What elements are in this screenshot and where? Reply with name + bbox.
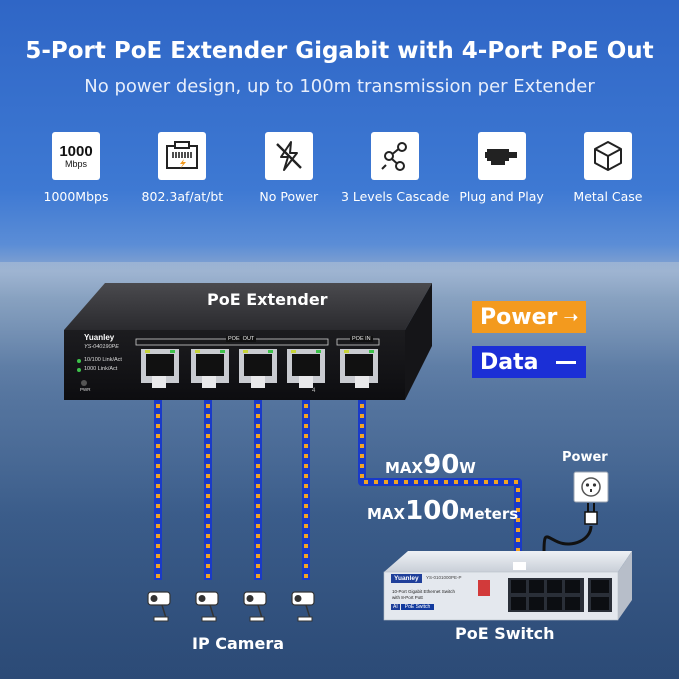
- extender-led-label-2: 1000 Link/Act: [84, 366, 118, 372]
- camera-icon: [147, 591, 171, 622]
- switch-badge: AI PoE Switch: [391, 604, 435, 610]
- switch-model: YS-0101000PE-P: [426, 575, 462, 580]
- mbps-icon-unit: Mbps: [64, 158, 87, 169]
- legend-power: Power ➝: [472, 301, 586, 333]
- camera-cables: [154, 384, 310, 580]
- switch-label: PoE Switch: [455, 624, 555, 643]
- poe-out-label: POE OUT: [226, 336, 257, 342]
- feature-label: Plug and Play: [459, 189, 544, 204]
- switch-badge-text: PoE Switch: [400, 604, 435, 610]
- extender-brand: Yuanley: [84, 333, 115, 342]
- power-outlet-label: Power: [562, 450, 608, 465]
- max-power-spec: MAX90W: [385, 450, 476, 480]
- switch-ports: [508, 578, 612, 612]
- feature-label: No Power: [259, 189, 319, 204]
- extender-led-label-1: 10/100 Link/Act: [84, 357, 122, 363]
- camera-icon: [195, 591, 219, 622]
- switch-badge-ai: AI: [391, 604, 400, 610]
- max-power-value: 90: [423, 450, 460, 480]
- feature-label: 3 Levels Cascade: [340, 189, 450, 204]
- max-distance-prefix: MAX: [367, 505, 406, 523]
- power-plug-icon: [542, 503, 598, 553]
- uplink-cable: [358, 384, 522, 556]
- ip-cameras: [147, 591, 315, 622]
- extender-model: YS-040190PE: [84, 344, 119, 350]
- switch-desc-2: with 8-Port PoE: [392, 595, 424, 600]
- page-title: 5-Port PoE Extender Gigabit with 4-Port …: [25, 38, 654, 64]
- camera-icon: [291, 591, 315, 622]
- power-outlet-icon: [573, 471, 609, 503]
- feature-cascade: 3 Levels Cascade: [340, 132, 450, 204]
- page-subtitle: No power design, up to 100m transmission…: [84, 76, 595, 97]
- dash-line-icon: [556, 360, 577, 364]
- feature-no-power: No Power: [237, 132, 341, 204]
- feature-label: 1000Mbps: [43, 189, 109, 204]
- cascade-icon: [371, 132, 420, 180]
- legend-power-label: Power: [480, 304, 558, 330]
- feature-1000mbps: 1000 Mbps 1000Mbps: [24, 132, 128, 204]
- mbps-icon-number: 1000: [59, 142, 93, 160]
- legend-data-label: Data: [480, 349, 539, 375]
- plug-and-play-icon: [477, 132, 526, 180]
- feature-label: Metal Case: [573, 189, 643, 204]
- max-distance-spec: MAX100Meters: [367, 496, 518, 526]
- switch-desc-1: 10-Port Gigabit Ethernet Switch: [392, 589, 456, 594]
- port-number-label: 4: [312, 388, 316, 394]
- feature-metal-case: Metal Case: [556, 132, 660, 204]
- 1000-mbps-icon: 1000 Mbps: [52, 132, 100, 180]
- max-distance-value: 100: [405, 496, 460, 526]
- legend-data: Data: [472, 346, 586, 378]
- poe-switch-device: [383, 551, 632, 621]
- ethernet-port-icon: [158, 132, 207, 180]
- extender-pwr-label: PWR: [80, 387, 91, 392]
- max-distance-unit: Meters: [459, 505, 519, 523]
- feature-label: 802.3af/at/bt: [141, 189, 224, 204]
- no-power-icon: [264, 132, 313, 180]
- max-power-unit: W: [459, 459, 476, 477]
- arrow-right-icon: ➝: [563, 306, 579, 328]
- feature-row: 1000 Mbps 1000Mbps: [24, 132, 660, 204]
- max-power-prefix: MAX: [385, 459, 424, 477]
- metal-case-icon: [583, 132, 632, 180]
- poe-extender-device: [64, 283, 432, 400]
- camera-icon: [243, 591, 267, 622]
- feature-plug-and-play: Plug and Play: [450, 132, 554, 204]
- camera-label: IP Camera: [192, 634, 284, 653]
- poe-out-ports: [141, 349, 325, 383]
- poe-in-label: POE IN: [350, 336, 373, 342]
- switch-brand: Yuanley: [391, 574, 422, 583]
- extender-label: PoE Extender: [207, 290, 328, 309]
- feature-poe-standard: 802.3af/at/bt: [130, 132, 234, 204]
